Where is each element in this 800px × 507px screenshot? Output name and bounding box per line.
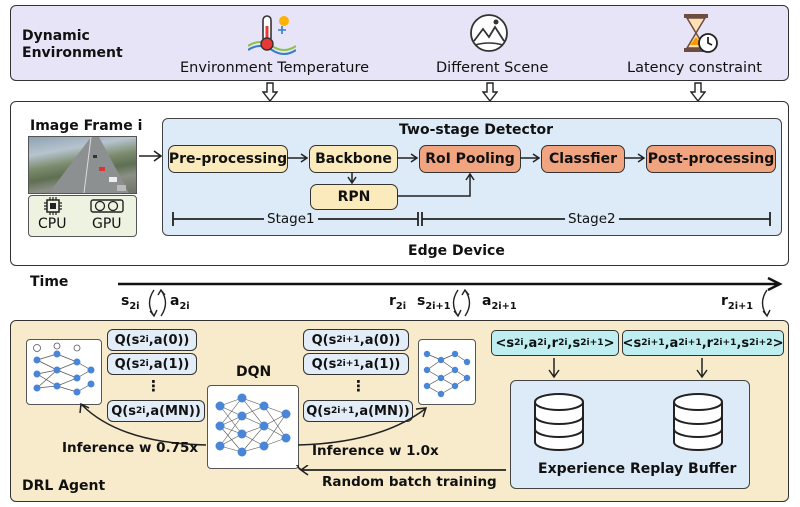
- time-axis-arrow: [118, 277, 783, 291]
- neural-network-icon: [215, 393, 291, 457]
- backbone-module: Backbone: [309, 145, 398, 173]
- hardware-panel: [28, 195, 137, 237]
- dynamic-environment-panel: [10, 5, 789, 81]
- environment-temperature-label: Environment Temperature: [180, 60, 370, 76]
- reward-marker: r2i: [389, 293, 407, 312]
- cpu-icon: [44, 197, 62, 215]
- edge-device-label: Edge Device: [408, 243, 505, 259]
- time-label: Time: [30, 274, 69, 290]
- neural-network-icon: [423, 350, 471, 398]
- reward-marker: r2i+1: [721, 293, 754, 312]
- neural-network-icon: [33, 342, 95, 396]
- classifier-module: Classfier: [541, 145, 625, 173]
- post-processing-module: Post-processing: [646, 145, 776, 173]
- state-marker: s2i+1: [417, 293, 451, 312]
- ellipsis: ⋮: [146, 377, 161, 395]
- action-marker: a2i+1: [482, 293, 517, 312]
- replay-buffer-label: Experience Replay Buffer: [538, 461, 737, 477]
- database-icon: [534, 393, 584, 451]
- down-arrow-icon: [262, 82, 278, 102]
- gpu-icon: [90, 199, 124, 213]
- timeline-exchange-arrows: [148, 288, 771, 318]
- latency-constraint-label: Latency constraint: [627, 60, 762, 76]
- training-arrow: [296, 465, 506, 476]
- database-icon: [673, 393, 723, 451]
- image-frame-thumbnail: [28, 136, 137, 194]
- dqn-network: [207, 385, 299, 469]
- dqn-label: DQN: [236, 364, 272, 380]
- state-marker: s2i: [121, 293, 140, 312]
- training-label: Random batch training: [322, 474, 497, 490]
- detector-flow-arrows: [172, 153, 771, 226]
- policy-network-left: [26, 339, 102, 405]
- down-arrow-icon: [690, 82, 706, 102]
- thermometer-icon: [248, 15, 296, 55]
- drl-agent-label: DRL Agent: [22, 478, 106, 494]
- image-frame-label: Image Frame i: [30, 118, 143, 134]
- pre-processing-module: Pre-processing: [168, 145, 288, 173]
- dynamic-environment-title: Dynamic Environment: [22, 28, 123, 61]
- hourglass-icon: [684, 14, 718, 53]
- road-scene-image: [49, 137, 129, 193]
- inference-right-label: Inference w 1.0x: [312, 443, 439, 459]
- action-marker: a2i: [170, 293, 190, 312]
- agent-flow-arrows: [79, 402, 428, 446]
- down-arrow-icon: [482, 82, 498, 102]
- ellipsis: ⋮: [351, 377, 366, 395]
- stage1-label: Stage1: [264, 211, 318, 227]
- stage2-label: Stage2: [565, 211, 619, 227]
- rpn-module: RPN: [310, 184, 398, 210]
- store-arrows: [548, 358, 708, 379]
- arrow-icon: [139, 150, 163, 162]
- different-scene-label: Different Scene: [436, 60, 549, 76]
- policy-network-right: [418, 339, 476, 405]
- roi-pooling-module: RoI Pooling: [419, 145, 521, 173]
- detector-title: Two-stage Detector: [399, 122, 554, 138]
- inference-left-label: Inference w 0.75x: [62, 440, 199, 456]
- scene-icon: [470, 14, 508, 52]
- cpu-label: CPU: [38, 216, 67, 232]
- gpu-label: GPU: [92, 216, 122, 232]
